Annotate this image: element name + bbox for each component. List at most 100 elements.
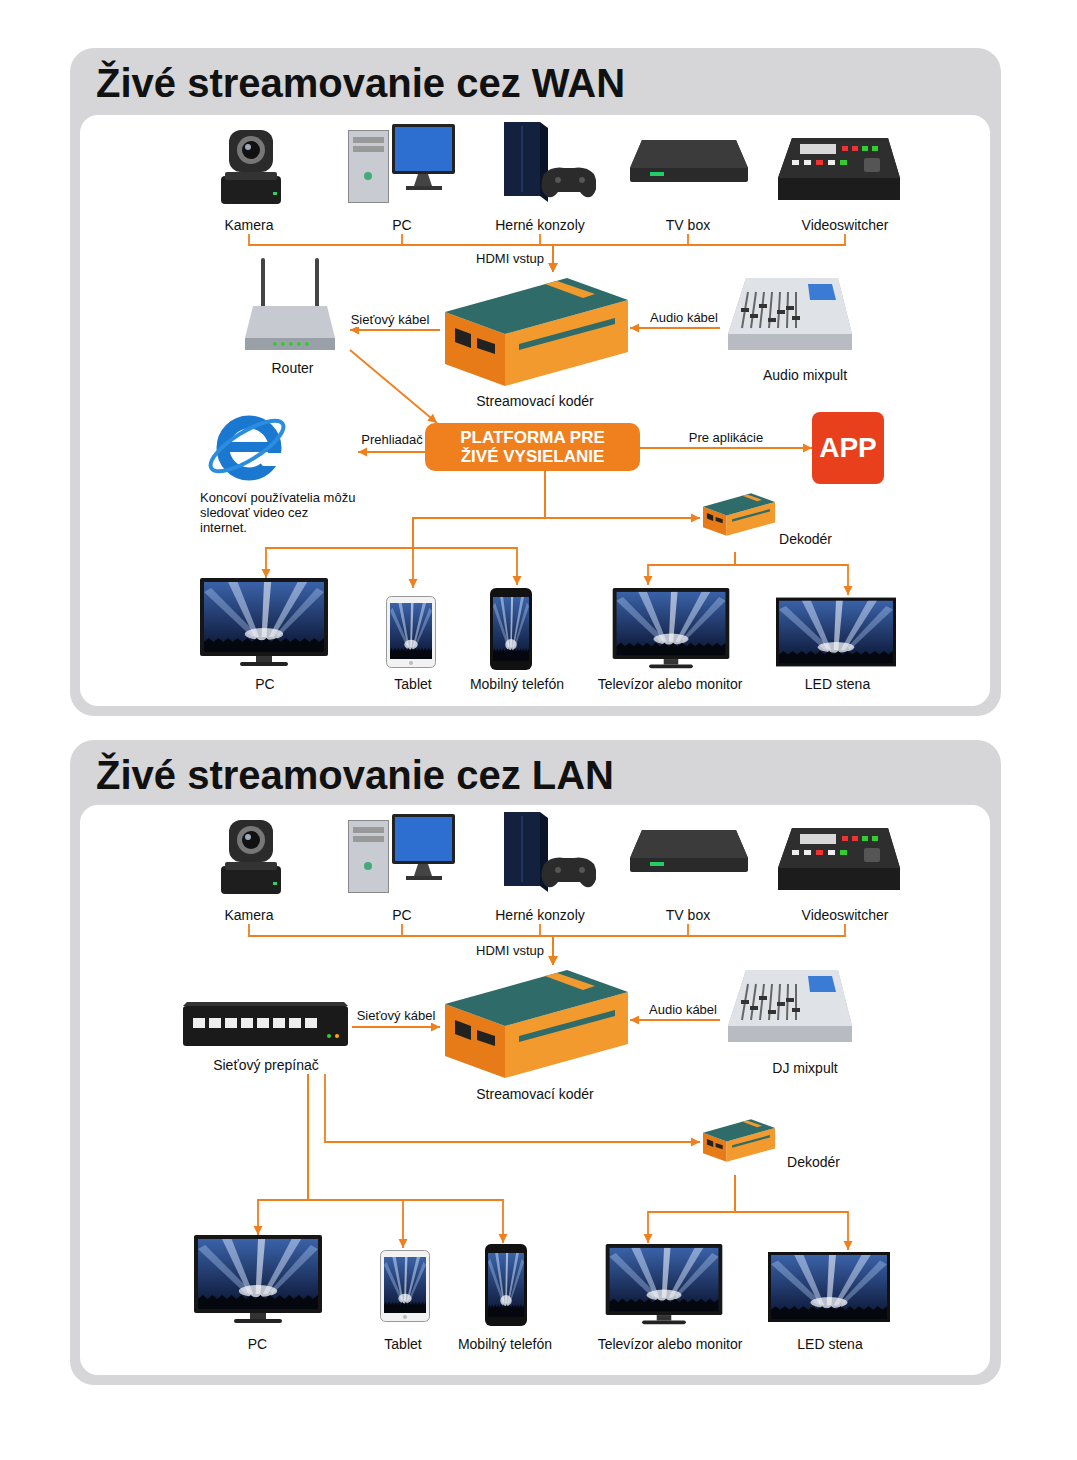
tvbox-icon (630, 830, 748, 872)
decoder-node: Dekodér (700, 490, 832, 552)
tablet-icon (387, 597, 436, 668)
device-node: TV box (628, 122, 748, 234)
connector (350, 350, 437, 423)
connector-line (630, 327, 720, 329)
panel-inner (80, 115, 990, 706)
arrow-head (499, 1234, 508, 1243)
device-label: Videoswitcher (802, 217, 889, 234)
panel-title: Živé streamovanie cez LAN (96, 752, 614, 798)
device-label: Kamera (224, 217, 273, 234)
device-node: PC (342, 812, 462, 924)
ledwall-icon (768, 1252, 890, 1322)
arrow-head (630, 324, 639, 333)
device-label: Dekodér (779, 531, 832, 548)
arrow-head (644, 576, 653, 585)
connector-line (402, 924, 553, 965)
decoder-icon (703, 493, 775, 535)
connector (358, 448, 425, 457)
device-label: Streamovací kodér (476, 1086, 594, 1103)
arrow-head (549, 956, 558, 965)
mixer-icon (728, 278, 852, 350)
panel-ground (70, 740, 1001, 1385)
connector-line (350, 329, 440, 331)
connector-line (545, 471, 700, 518)
connector (352, 1023, 440, 1032)
tv-icon (606, 1244, 723, 1324)
connector-line (640, 447, 812, 449)
arrow-head (513, 576, 522, 585)
device-label: Audio mixpult (763, 367, 847, 384)
app-label: APP (819, 432, 877, 464)
pc-icon (349, 814, 456, 893)
tv-icon (613, 588, 730, 668)
device-label: PC (248, 1336, 267, 1353)
connector-line (266, 471, 545, 578)
connector-line (413, 471, 545, 588)
device-label: LED stena (797, 1336, 862, 1353)
connector (735, 552, 853, 595)
arrow-head (549, 263, 558, 272)
connector-line (540, 234, 553, 272)
connector (630, 1016, 720, 1025)
arrow-head (691, 1138, 700, 1147)
device-label: Tablet (394, 676, 431, 693)
connector-line (308, 1074, 403, 1248)
arrow-head (431, 1023, 440, 1032)
device-label: Router (271, 360, 313, 377)
device-node: Sieťový prepínač (180, 998, 352, 1074)
device-label: TV box (666, 907, 710, 924)
connector (644, 552, 736, 585)
arrow-head (549, 956, 558, 965)
connector-line (352, 1026, 440, 1028)
encoder-icon (445, 278, 628, 386)
connector (540, 234, 558, 272)
switcher-icon (778, 828, 900, 890)
device-label: Dekodér (787, 1154, 840, 1171)
connector-line (553, 234, 688, 272)
connector (413, 471, 545, 585)
connector-line (553, 924, 688, 965)
connector-line (553, 924, 845, 965)
encoder-icon (445, 970, 628, 1078)
device-node: Televízor alebo monitor (590, 585, 750, 693)
arrow-head (427, 414, 437, 423)
device-node: Audio mixpult (720, 262, 890, 384)
device-node: PC (195, 578, 335, 693)
device-label: Videoswitcher (802, 907, 889, 924)
connector (640, 444, 812, 453)
connector (549, 234, 689, 272)
browser-node: Koncoví používatelia môžu sledovať video… (200, 400, 358, 537)
connector-line (735, 552, 848, 595)
console-icon (504, 122, 597, 202)
decoder-icon (703, 1119, 775, 1161)
connector-line (258, 1074, 308, 1235)
arrow-head (262, 569, 271, 578)
device-node: Mobilný telefón (462, 585, 572, 693)
arrow-head (630, 1016, 639, 1025)
diagram-panel: Živé streamovanie cez WANKameraPCHerné k… (70, 48, 1001, 716)
connector (540, 924, 558, 965)
device-label: Televízor alebo monitor (598, 1336, 743, 1353)
mixer-icon (728, 970, 852, 1042)
device-node: Tablet (372, 1248, 434, 1353)
panel-title: Živé streamovanie cez WAN (96, 60, 625, 106)
console-icon (504, 812, 597, 892)
arrow-head (803, 444, 812, 453)
edge-label: Sieťový kábel (355, 1008, 438, 1023)
decoder-node: Dekodér (700, 1115, 840, 1175)
device-node: Herné konzoly (480, 812, 600, 924)
panel-inner (80, 805, 990, 1375)
tvbox-icon (630, 140, 748, 182)
connector-line (350, 350, 437, 423)
edge-label: Sieťový kábel (349, 312, 432, 327)
connector-line (308, 1074, 503, 1243)
arrow-head (549, 263, 558, 272)
arrow-head (844, 1241, 853, 1250)
device-node: PC (190, 1235, 325, 1353)
browser-icon (204, 412, 290, 480)
arrow-head (844, 586, 853, 595)
device-node: Tablet (380, 588, 446, 693)
arrow-head (254, 1226, 263, 1235)
